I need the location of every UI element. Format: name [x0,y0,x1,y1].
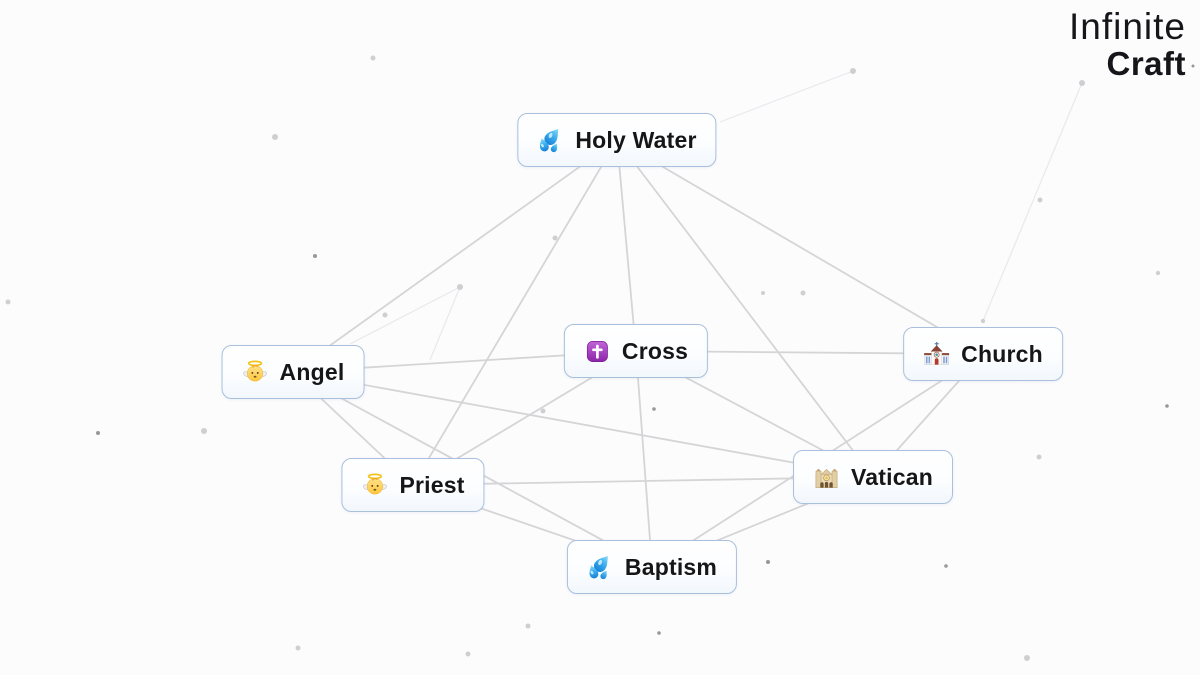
background-dot [800,290,806,296]
background-dot [657,631,661,635]
background-dot [1165,404,1169,408]
element-label: Cross [621,337,689,364]
background-dot [201,428,207,434]
graph-edge [635,350,653,568]
sweat-droplets-icon [587,554,614,581]
background-dot [761,291,765,295]
logo-word-craft: Craft [1106,45,1186,82]
background-dot [980,318,986,324]
background-dot [525,623,531,629]
background-dot [1079,80,1085,86]
background-dot [944,564,948,568]
background-dot [382,312,388,318]
element-angel[interactable]: Angel [221,345,365,399]
background-dot [540,408,546,414]
element-label: Baptism [624,553,718,580]
background-dot [96,431,100,435]
infinite-craft-logo: Infinite Craft [1069,8,1186,80]
background-dot [272,134,278,140]
background-dot [465,651,471,657]
background-dot [1036,454,1042,460]
background-dot [1191,64,1195,68]
graph-edge [349,286,461,345]
element-label: Holy Water [575,126,697,153]
background-dot [295,645,301,651]
background-dot [313,254,317,258]
background-dot [5,299,11,305]
sweat-droplets-icon [537,127,564,154]
graph-edge [616,139,984,355]
element-vatican[interactable]: Vatican [793,450,953,504]
baby-angel-icon [242,359,269,386]
element-baptism[interactable]: Baptism [566,540,738,594]
element-priest[interactable]: Priest [341,458,485,512]
graph-edge [616,139,874,478]
background-dot [850,68,856,74]
background-dot [370,55,376,61]
background-dot [1037,197,1043,203]
baby-angel-icon [361,472,388,499]
element-label: Vatican [851,463,933,490]
graph-edge [429,286,461,361]
background-dot [457,284,463,290]
background-dot [1024,655,1030,661]
element-label: Church [961,340,1043,367]
church-icon [923,341,950,368]
background-dot [1155,270,1161,276]
graph-edge [616,139,637,352]
background-dot [766,560,770,564]
graph-edge [292,139,618,373]
logo-word-infinite: Infinite [1068,6,1186,47]
element-cross[interactable]: Cross [563,324,709,378]
element-label: Angel [279,358,345,385]
basilica-icon [813,464,840,491]
graph-edge [292,371,874,478]
graph-edge [982,82,1083,322]
background-dot [552,235,558,241]
element-label: Priest [399,471,465,498]
element-church[interactable]: Church [903,327,1063,381]
graph-edge [412,139,618,486]
graph-edge [719,70,854,123]
element-holy-water[interactable]: Holy Water [517,113,717,167]
background-dot [652,407,656,411]
latin-cross-icon [584,338,611,365]
